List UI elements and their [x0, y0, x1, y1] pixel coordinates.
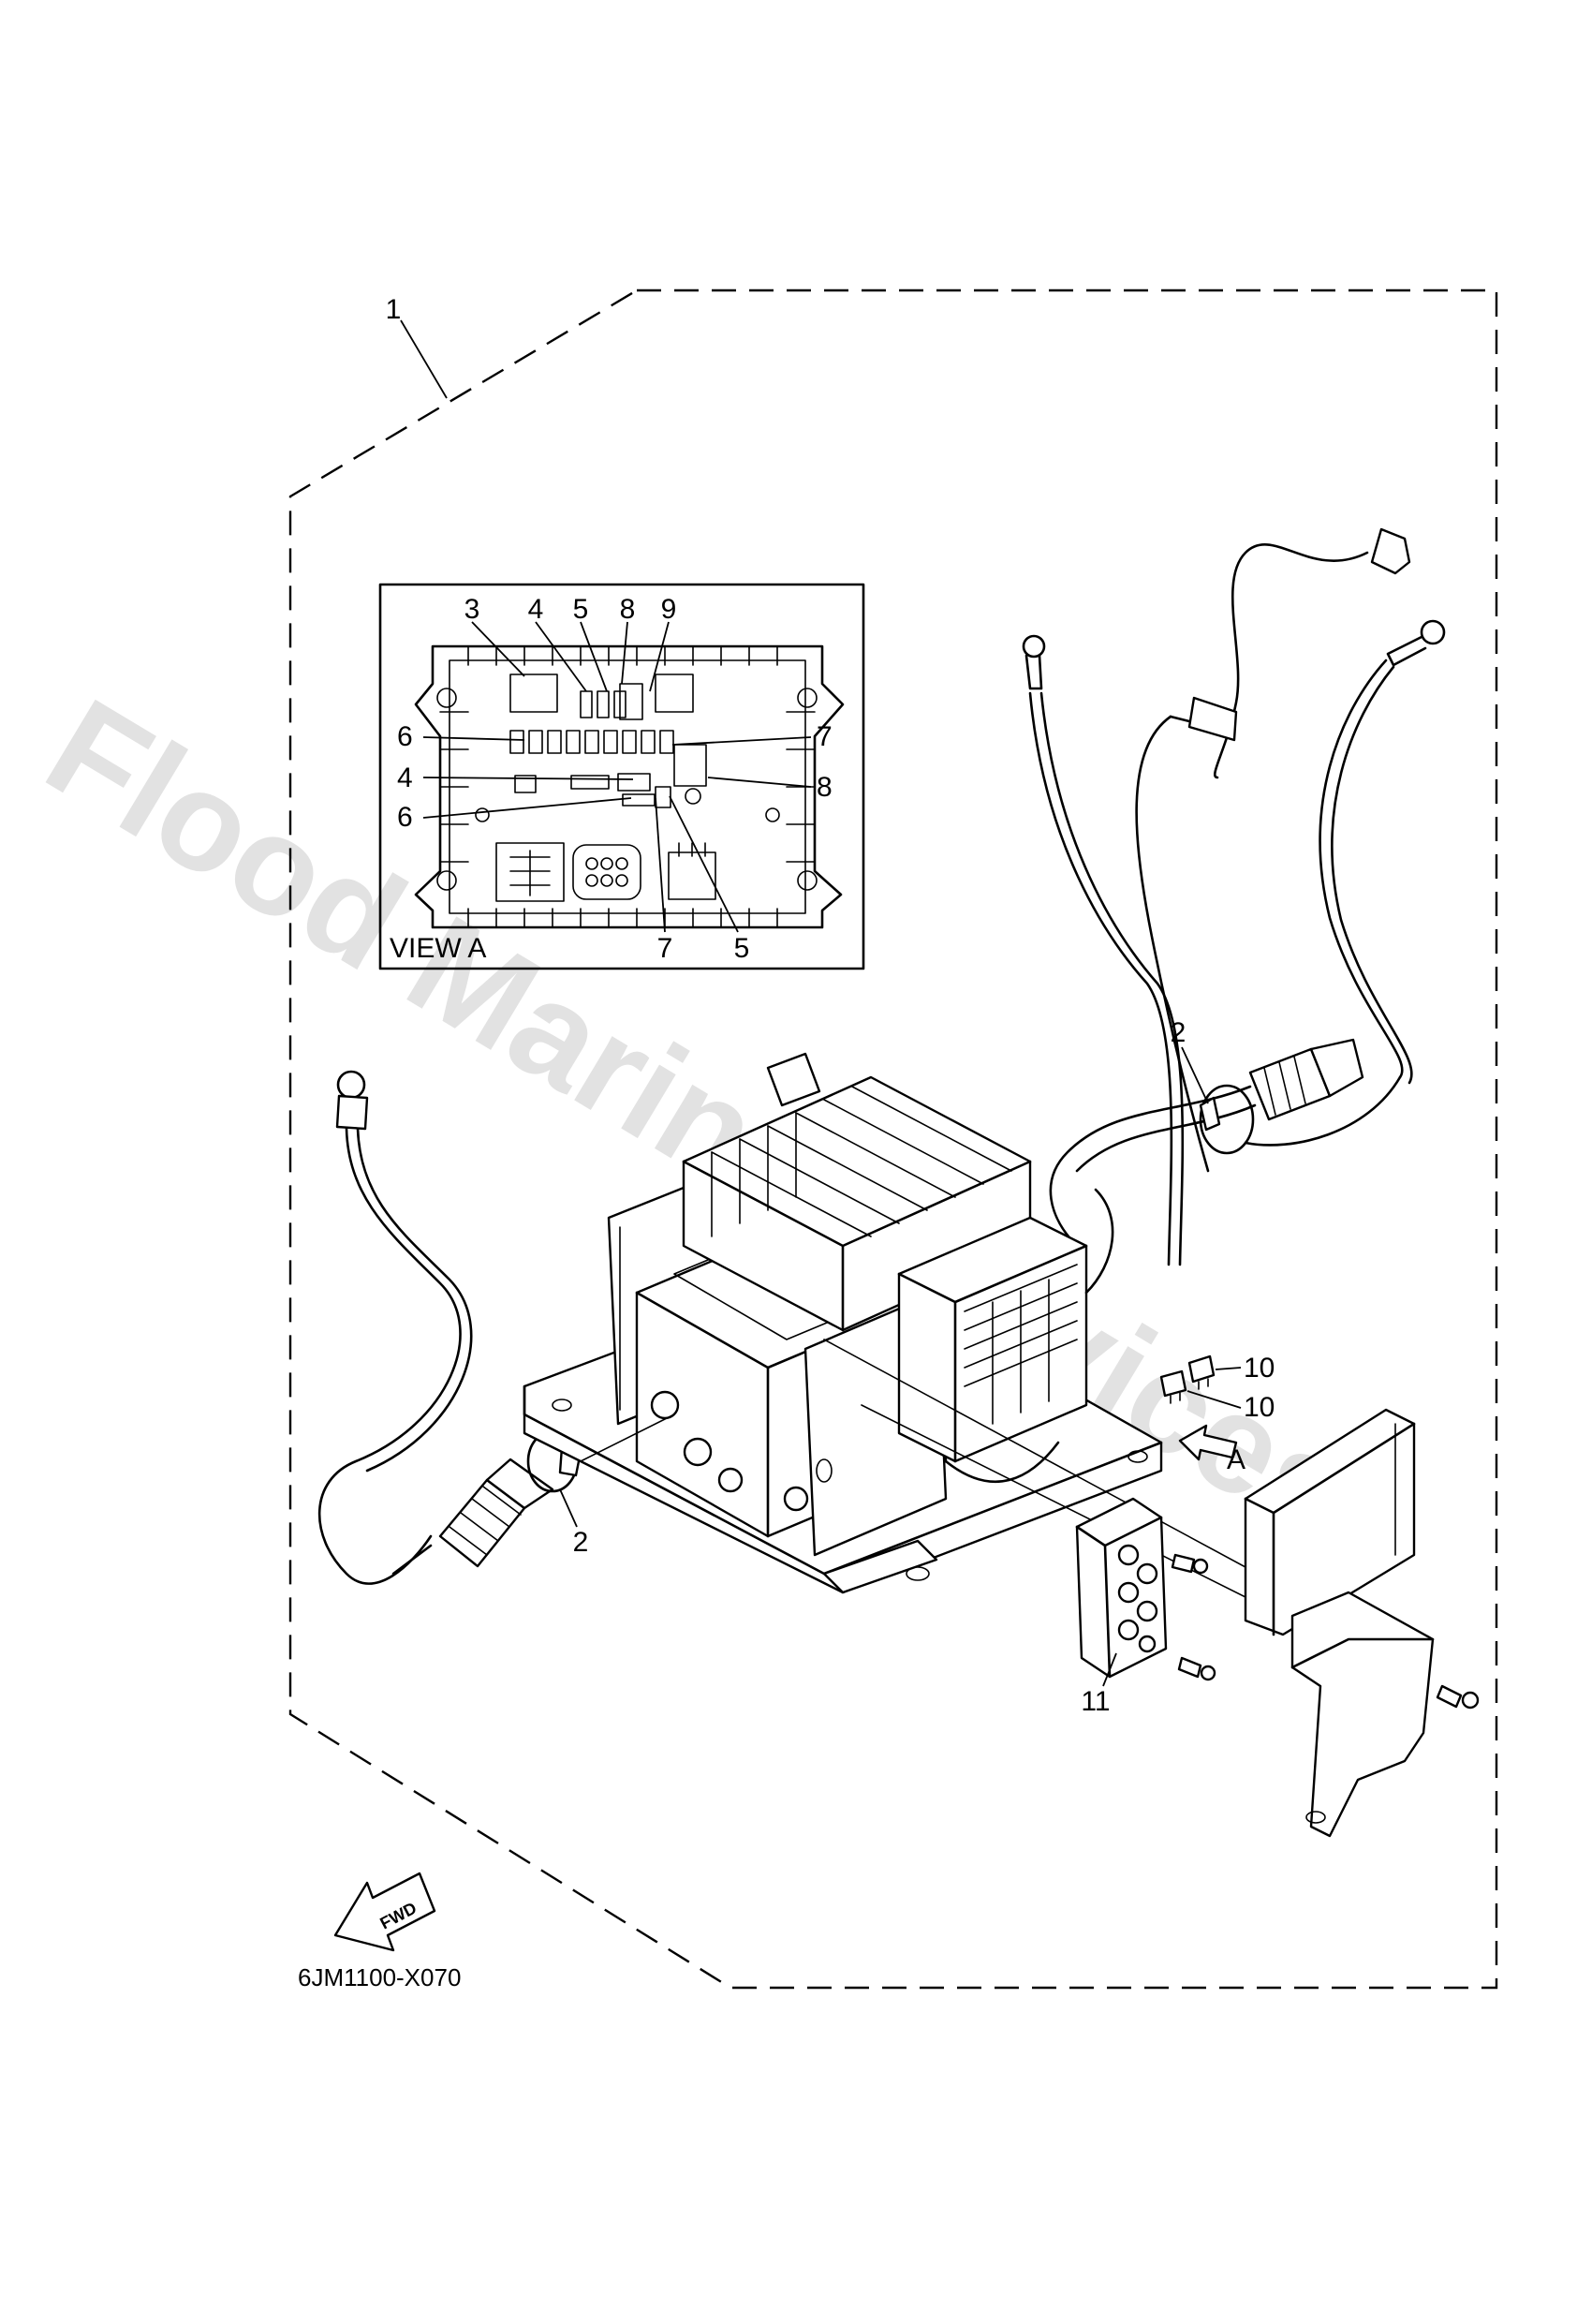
- bolt-head: [1461, 1691, 1480, 1710]
- view-a-callout-4-left: 4: [397, 762, 413, 793]
- bolt: [1177, 1656, 1202, 1679]
- screw: [475, 807, 490, 822]
- ring-terminal: [336, 1070, 366, 1100]
- assembly-boundary: [288, 289, 1498, 1990]
- view-a-callout-9: 9: [661, 594, 677, 625]
- main-harness-connector-left: [391, 1458, 554, 1576]
- view-a-callout-3: 3: [464, 594, 480, 625]
- connector-small: [668, 851, 716, 900]
- view-a-inset: 3 4 5 8 9 6 4 6 7 8 7 5 VIEW A: [378, 583, 865, 970]
- junction-box: [897, 1188, 1114, 1484]
- callout-11: 11: [1081, 1686, 1110, 1717]
- bolt: [1171, 1553, 1196, 1574]
- view-a-callout-6-upper: 6: [397, 721, 413, 752]
- callout-10-lower: 10: [1244, 1392, 1275, 1423]
- view-a-callout-8-right: 8: [817, 772, 833, 803]
- fuse-row-upper: [580, 674, 694, 720]
- callout-1-leader: [400, 319, 448, 399]
- view-a-leaders: [422, 621, 812, 933]
- bolt-head: [1200, 1665, 1216, 1681]
- leader-clamp: [580, 1414, 675, 1462]
- mount-hole: [797, 688, 818, 708]
- ring-terminal: [1022, 634, 1046, 659]
- callout-2-upper-leader: [1181, 1046, 1209, 1104]
- module-cover: [1244, 1408, 1416, 1636]
- view-a-arrow-label: A: [1227, 1444, 1245, 1475]
- callout-2-lower-leader: [559, 1488, 578, 1528]
- connector-grid: [509, 850, 551, 896]
- mount-hole: [436, 870, 457, 891]
- screw: [765, 807, 780, 822]
- sensor-connector: [1370, 527, 1411, 575]
- diagram-code: 6JM1100-X070: [298, 1963, 461, 1991]
- fwd-arrow: FWD: [333, 1872, 436, 1952]
- view-a-callout-5-bottom: 5: [734, 933, 750, 964]
- view-a-callout-8: 8: [620, 594, 636, 625]
- sensor-harness: [1135, 527, 1411, 1173]
- ring-terminal: [1420, 619, 1446, 645]
- connector-block: [495, 842, 565, 902]
- terminal-block: [1075, 1497, 1216, 1681]
- callout-2-upper: 2: [1171, 1017, 1186, 1048]
- fuse-row-middle: [509, 730, 707, 787]
- fuse-box-outline: [414, 644, 845, 929]
- view-a-frame: [378, 583, 865, 970]
- relay-3: [509, 674, 558, 713]
- mounting-bracket: [1290, 1591, 1480, 1838]
- fuse-box-rim: [449, 659, 806, 914]
- left-cable: [317, 1070, 473, 1585]
- mount-hole: [797, 870, 818, 891]
- callout-1: 1: [386, 294, 402, 325]
- connector-round: [572, 844, 641, 900]
- leader-view-a: [823, 1339, 1293, 1593]
- fuse-box-grid-top: [439, 645, 816, 928]
- relay-10-lower: [1159, 1369, 1187, 1404]
- callout-11-leader: [1102, 1652, 1117, 1687]
- view-a-callout-7-right: 7: [817, 721, 833, 752]
- view-a-callout-6-lower: 6: [397, 802, 413, 833]
- view-a-title: VIEW A: [390, 933, 486, 964]
- view-a-arrow: [1178, 1424, 1238, 1461]
- leader-module: [861, 1404, 1293, 1621]
- hose-clamp-upper: [1199, 1084, 1255, 1155]
- battery-cable-positive: [1244, 619, 1446, 1147]
- bolt: [1436, 1684, 1463, 1709]
- main-harness-connector-right: [1049, 1038, 1364, 1248]
- mount-hole: [436, 688, 457, 708]
- callout-10-upper-leader: [1215, 1367, 1242, 1370]
- relay-10-upper: [1187, 1354, 1216, 1390]
- callout-2-lower: 2: [573, 1527, 589, 1558]
- view-a-callout-4: 4: [528, 594, 544, 625]
- view-a-callout-5: 5: [573, 594, 589, 625]
- callout-10-lower-leader: [1186, 1390, 1242, 1409]
- inline-connector: [1187, 696, 1238, 742]
- battery-cable-negative: [1022, 634, 1185, 1266]
- heat-sink-connector: [766, 1052, 821, 1107]
- bolt-head: [1192, 1558, 1209, 1575]
- view-a-callout-7-bottom: 7: [657, 933, 673, 964]
- callout-10-upper: 10: [1244, 1353, 1275, 1384]
- fuse-row-lower: [514, 773, 701, 808]
